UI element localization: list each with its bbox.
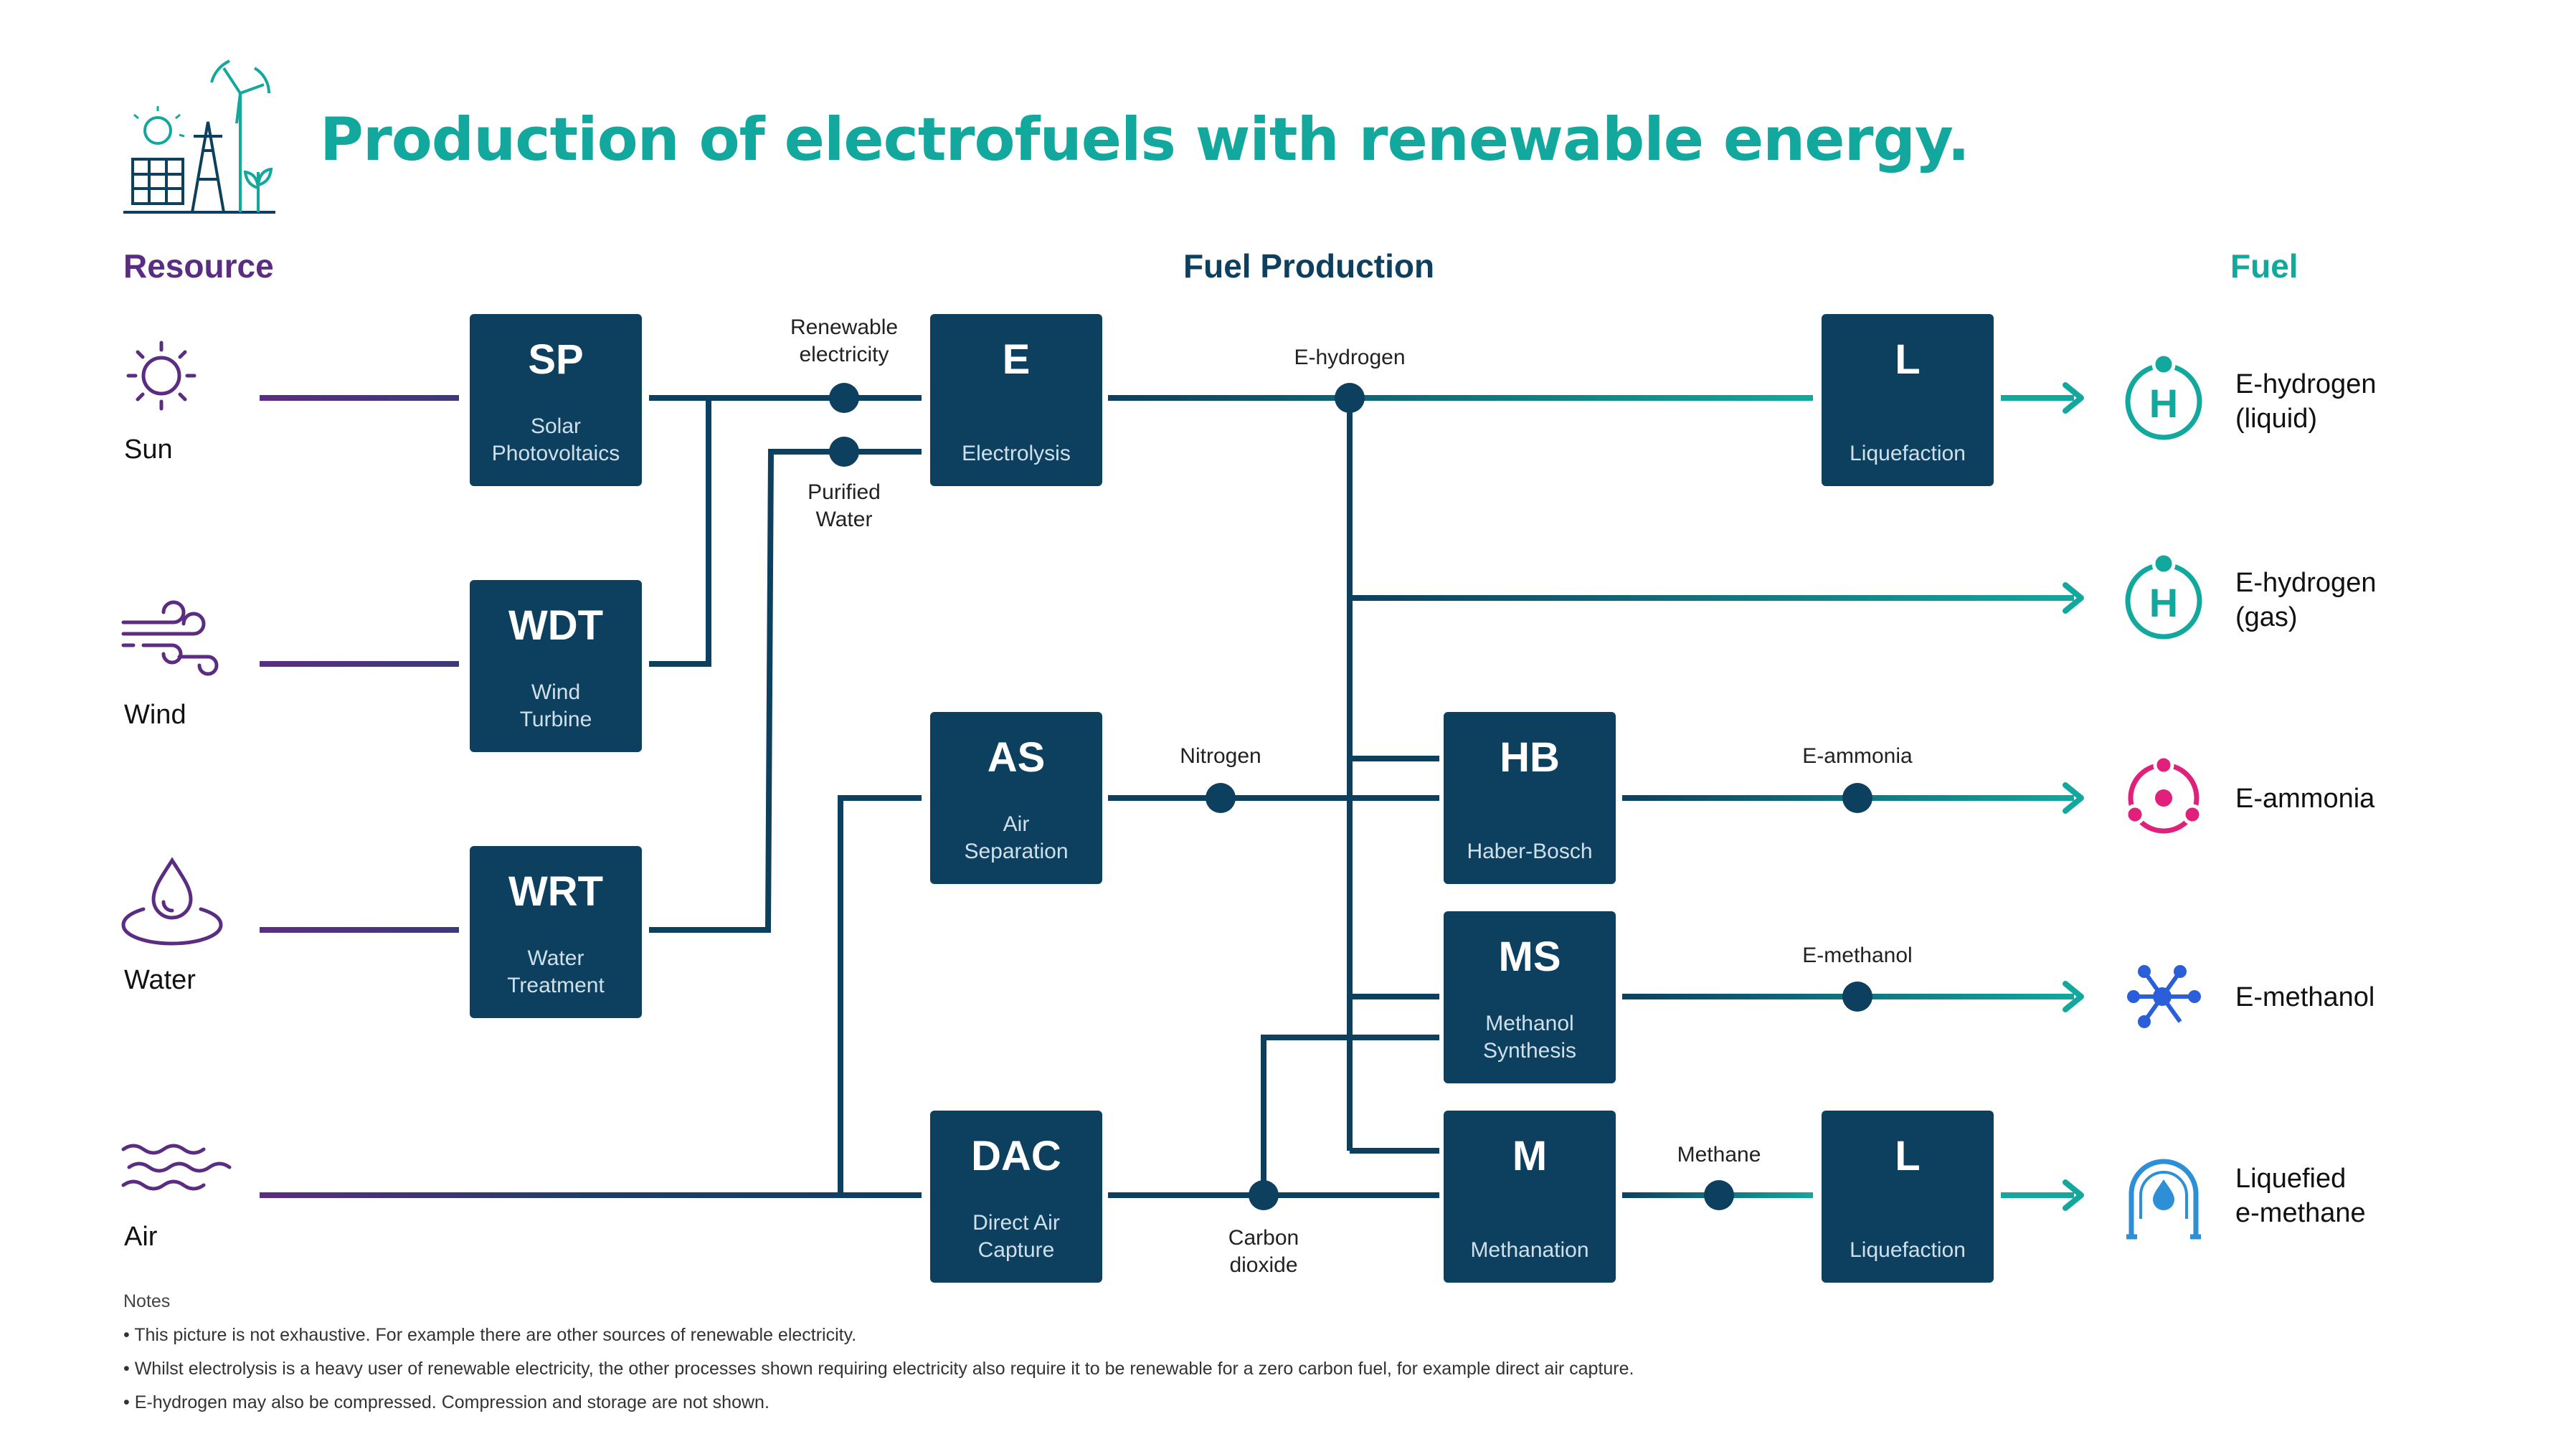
page-title: Production of electrofuels with renewabl… — [320, 105, 1970, 174]
process-box-haber-bosch: HB Haber-Bosch — [1444, 712, 1616, 884]
box-abbr: E — [1002, 336, 1031, 383]
box-abbr: MS — [1498, 933, 1561, 980]
box-name: Haber-Bosch — [1467, 840, 1593, 863]
box-name: Water Treatment — [507, 946, 605, 997]
box-name: Air Separation — [964, 812, 1069, 863]
process-box-methanation: M Methanation — [1444, 1111, 1616, 1283]
box-name: Liquefaction — [1850, 1238, 1966, 1262]
box-abbr: L — [1895, 1133, 1921, 1179]
svg-text:H: H — [2149, 580, 2178, 625]
label-methane: Methane — [1677, 1143, 1761, 1167]
hydrogen-icon: H — [2125, 551, 2202, 640]
box-name: Wind Turbine — [519, 680, 592, 731]
svg-text:H: H — [2149, 381, 2178, 426]
process-box-solar-photovoltaics: SP Solar Photovoltaics — [470, 314, 642, 486]
process-box-water-treatment: WRT Water Treatment — [470, 846, 642, 1018]
process-box-wind-turbine: WDT Wind Turbine — [470, 580, 642, 752]
notes-section: Notes This picture is not exhaustive. Fo… — [123, 1285, 1634, 1420]
box-abbr: DAC — [971, 1133, 1061, 1179]
box-name: Liquefaction — [1850, 442, 1966, 465]
box-abbr: WDT — [508, 602, 604, 649]
water-drop-icon — [121, 857, 223, 946]
fuel-label-e-hydrogen-liquid: E-hydrogen (liquid) — [2235, 369, 2377, 434]
box-abbr: M — [1512, 1133, 1548, 1179]
process-box-electrolysis: E Electrolysis — [930, 314, 1102, 486]
fuel-label-e-hydrogen-gas: E-hydrogen (gas) — [2235, 568, 2377, 632]
box-abbr: HB — [1500, 734, 1560, 781]
ammonia-icon — [2124, 754, 2203, 834]
label-e-hydrogen: E-hydrogen — [1294, 346, 1406, 369]
junction-nodes — [829, 383, 1872, 1210]
methanol-icon — [2127, 965, 2201, 1028]
resource-label-water: Water — [124, 965, 196, 995]
fuel-label-e-methanol: E-methanol — [2235, 982, 2375, 1012]
fuel-column-heading: Fuel — [2230, 247, 2298, 285]
box-name: Solar Photovoltaics — [491, 414, 620, 465]
label-renewable-electricity: Renewable electricity — [790, 315, 899, 366]
process-box-liquefaction-hydrogen: L Liquefaction — [1822, 314, 1994, 486]
box-abbr: L — [1895, 336, 1921, 383]
resource-label-sun: Sun — [124, 434, 173, 465]
process-box-direct-air-capture: DAC Direct Air Capture — [930, 1111, 1102, 1283]
label-purified-water: Purified Water — [808, 480, 881, 531]
process-box-methanol-synthesis: MS Methanol Synthesis — [1444, 911, 1616, 1083]
resource-column-heading: Resource — [123, 247, 274, 285]
fuel-label-liquefied-e-methane: Liquefied e-methane — [2235, 1164, 2366, 1228]
arrowheads — [2063, 382, 2084, 1211]
resource-lines — [260, 395, 459, 933]
resource-label-air: Air — [124, 1222, 158, 1252]
box-name: Methanol Synthesis — [1482, 1012, 1577, 1063]
box-abbr: AS — [987, 734, 1046, 781]
box-name: Direct Air Capture — [972, 1211, 1060, 1262]
label-e-methanol: E-methanol — [1802, 944, 1913, 967]
renewable-energy-logo-icon — [123, 60, 275, 214]
box-name: Electrolysis — [962, 442, 1071, 465]
air-waves-icon — [121, 1144, 232, 1191]
box-name: Methanation — [1470, 1238, 1589, 1262]
fuel-label-e-ammonia: E-ammonia — [2235, 784, 2375, 814]
hydrogen-icon: H — [2125, 352, 2202, 440]
resource-label-wind: Wind — [124, 700, 186, 730]
sun-icon — [126, 341, 196, 411]
notes-heading: Notes — [123, 1291, 171, 1311]
note-item: Whilst electrolysis is a heavy user of r… — [123, 1352, 1634, 1386]
box-abbr: WRT — [508, 868, 604, 915]
wind-icon — [121, 600, 219, 676]
note-item: E-hydrogen may also be compressed. Compr… — [123, 1386, 1634, 1420]
note-item: This picture is not exhaustive. For exam… — [123, 1319, 1634, 1352]
methane-tank-icon — [2126, 1159, 2201, 1240]
process-box-liquefaction-methane: L Liquefaction — [1822, 1111, 1994, 1283]
label-carbon-dioxide: Carbon dioxide — [1228, 1226, 1299, 1277]
process-box-air-separation: AS Air Separation — [930, 712, 1102, 884]
label-nitrogen: Nitrogen — [1180, 744, 1261, 768]
fuel-production-column-heading: Fuel Production — [1183, 247, 1435, 285]
box-abbr: SP — [528, 336, 584, 383]
liquefaction-outputs — [2001, 395, 2074, 1198]
label-e-ammonia: E-ammonia — [1802, 744, 1913, 768]
